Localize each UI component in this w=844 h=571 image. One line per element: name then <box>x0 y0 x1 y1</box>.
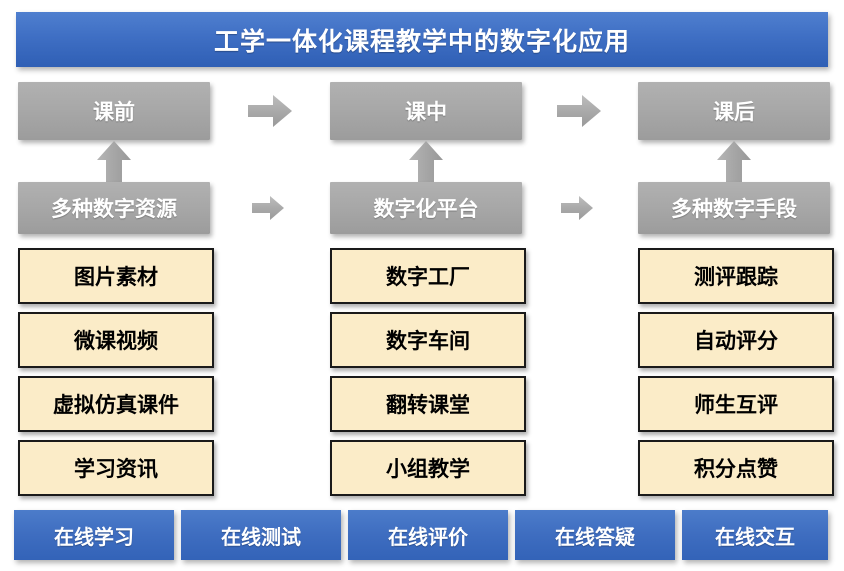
item-box-c2-2[interactable]: 数字车间 <box>330 312 526 368</box>
item-box-c3-3[interactable]: 师生互评 <box>638 376 834 432</box>
footer-box-online-evaluation[interactable]: 在线评价 <box>348 510 508 560</box>
stage-box-before-class[interactable]: 课前 <box>18 82 210 140</box>
item-label: 微课视频 <box>74 329 158 353</box>
item-box-c3-2[interactable]: 自动评分 <box>638 312 834 368</box>
footer-box-online-learning[interactable]: 在线学习 <box>14 510 174 560</box>
item-box-c1-2[interactable]: 微课视频 <box>18 312 214 368</box>
platform-box-digital-resources[interactable]: 多种数字资源 <box>18 182 210 234</box>
platform-box-digital-platform[interactable]: 数字化平台 <box>330 182 522 234</box>
item-label: 数字工厂 <box>386 265 470 289</box>
item-box-c1-1[interactable]: 图片素材 <box>18 248 214 304</box>
item-box-c3-4[interactable]: 积分点赞 <box>638 440 834 496</box>
up-arrow-icon-column-3 <box>716 140 752 186</box>
item-box-c1-3[interactable]: 虚拟仿真课件 <box>18 376 214 432</box>
footer-label: 在线评价 <box>388 524 468 549</box>
item-box-c3-1[interactable]: 测评跟踪 <box>638 248 834 304</box>
item-label: 虚拟仿真课件 <box>53 393 179 417</box>
footer-label: 在线答疑 <box>555 524 635 549</box>
platform-label: 多种数字资源 <box>51 197 177 221</box>
platform-label: 多种数字手段 <box>671 197 797 221</box>
up-arrow-icon-column-1 <box>96 140 132 186</box>
up-arrow-icon-column-2 <box>408 140 444 186</box>
right-arrow-icon-platform-2 <box>560 195 594 221</box>
item-label: 数字车间 <box>386 329 470 353</box>
footer-label: 在线交互 <box>715 524 795 549</box>
platform-box-digital-methods[interactable]: 多种数字手段 <box>638 182 830 234</box>
item-label: 小组教学 <box>386 457 470 481</box>
footer-box-online-interaction[interactable]: 在线交互 <box>682 510 828 560</box>
item-box-c1-4[interactable]: 学习资讯 <box>18 440 214 496</box>
item-label: 翻转课堂 <box>386 393 470 417</box>
item-label: 积分点赞 <box>694 457 778 481</box>
footer-box-online-qa[interactable]: 在线答疑 <box>515 510 675 560</box>
platform-label: 数字化平台 <box>373 197 479 221</box>
footer-label: 在线测试 <box>221 524 301 549</box>
item-label: 师生互评 <box>694 393 778 417</box>
stage-box-after-class[interactable]: 课后 <box>638 82 830 140</box>
diagram-title-banner: 工学一体化课程教学中的数字化应用 <box>16 12 828 67</box>
stage-box-during-class[interactable]: 课中 <box>330 82 522 140</box>
footer-label: 在线学习 <box>54 524 134 549</box>
stage-label: 课后 <box>713 100 755 124</box>
item-label: 学习资讯 <box>74 457 158 481</box>
footer-box-online-test[interactable]: 在线测试 <box>181 510 341 560</box>
item-box-c2-4[interactable]: 小组教学 <box>330 440 526 496</box>
right-arrow-icon-stage-1 <box>247 94 293 128</box>
item-label: 自动评分 <box>694 329 778 353</box>
item-box-c2-3[interactable]: 翻转课堂 <box>330 376 526 432</box>
stage-label: 课前 <box>93 100 135 124</box>
item-box-c2-1[interactable]: 数字工厂 <box>330 248 526 304</box>
page-title: 工学一体化课程教学中的数字化应用 <box>213 26 630 56</box>
right-arrow-icon-platform-1 <box>251 195 285 221</box>
stage-label: 课中 <box>405 100 447 124</box>
right-arrow-icon-stage-2 <box>556 94 602 128</box>
item-label: 图片素材 <box>74 265 158 289</box>
item-label: 测评跟踪 <box>694 265 778 289</box>
